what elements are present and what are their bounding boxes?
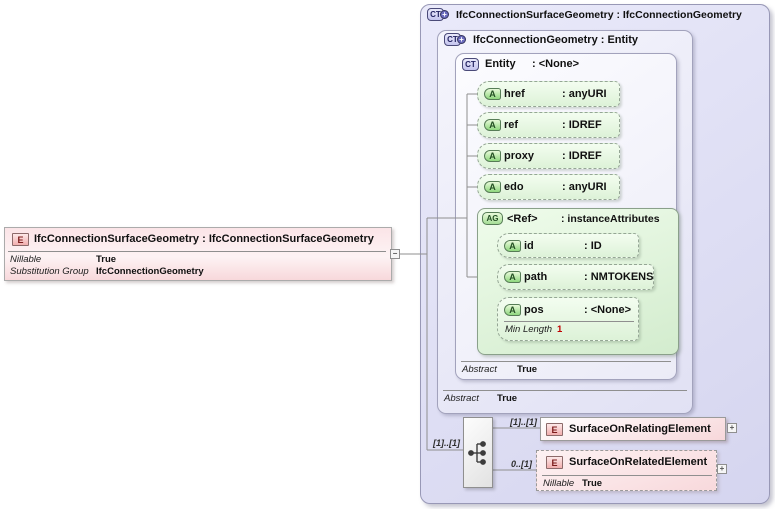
constraint-value: 1: [557, 324, 563, 335]
attribute-type: : anyURI: [562, 181, 607, 193]
divider: [8, 251, 386, 252]
element-icon: E: [12, 233, 29, 246]
element-box-ifcconnectionsurfacegeometry[interactable]: [4, 227, 392, 281]
attribute-type: : <None>: [584, 304, 632, 316]
abstract-label: Abstract: [462, 364, 497, 375]
attribute-name: pos: [524, 304, 544, 316]
attribute-icon: A: [484, 181, 501, 193]
complextype-icon: CT: [462, 58, 479, 71]
attribute-type: : IDREF: [562, 119, 602, 131]
attribute-type: : ID: [584, 240, 602, 252]
complextype-title: IfcConnectionGeometry : Entity: [473, 34, 639, 46]
element-box-surfaceonrelatedelement[interactable]: E SurfaceOnRelatedElement Nillable True: [536, 450, 717, 491]
sequence-icon: [468, 441, 486, 465]
element-title: IfcConnectionSurfaceGeometry : IfcConnec…: [34, 233, 374, 245]
element-box-surfaceonrelatingelement[interactable]: E SurfaceOnRelatingElement: [540, 417, 726, 441]
attribute-type: : IDREF: [562, 150, 602, 162]
abstract-label: Abstract: [444, 393, 479, 404]
attribute-name: path: [524, 271, 548, 283]
nillable-label: Nillable: [10, 254, 42, 265]
divider: [504, 321, 634, 322]
attribute-group-type: : instanceAttributes: [561, 213, 660, 225]
attribute-group-name: <Ref>: [507, 213, 538, 225]
derived-plus-icon: +: [440, 10, 449, 19]
attribute-icon: A: [484, 88, 501, 100]
divider: [542, 475, 712, 476]
attribute-icon: A: [484, 150, 501, 162]
substitution-group-label: Substitution Group: [10, 266, 89, 277]
attribute-type: : anyURI: [562, 88, 607, 100]
sequence-cardinality: [1]..[1]: [433, 438, 460, 448]
attribute-group-icon: AG: [482, 212, 503, 225]
constraint-label: Min Length: [505, 324, 553, 335]
child-cardinality: 0..[1]: [511, 459, 533, 469]
attribute-icon: A: [504, 271, 521, 283]
attribute-box-pos[interactable]: A pos : <None> Min Length 1: [497, 297, 639, 341]
substitution-group-value: IfcConnectionGeometry: [96, 266, 204, 277]
divider: [443, 390, 687, 391]
attribute-name: id: [524, 240, 534, 252]
attribute-box-edo[interactable]: A edo : anyURI: [477, 174, 620, 200]
nillable-value: True: [96, 254, 117, 265]
attribute-box-href[interactable]: A href : anyURI: [477, 81, 620, 107]
element-title: SurfaceOnRelatingElement: [569, 423, 711, 435]
nillable-value: True: [582, 478, 603, 489]
attribute-box-proxy[interactable]: A proxy : IDREF: [477, 143, 620, 169]
abstract-value: True: [497, 393, 518, 404]
complextype-title: IfcConnectionSurfaceGeometry : IfcConnec…: [456, 9, 742, 21]
attribute-box-id[interactable]: A id : ID: [497, 233, 639, 258]
element-icon: E: [546, 456, 563, 469]
entity-name: Entity: [485, 58, 516, 70]
attribute-name: edo: [504, 181, 524, 193]
entity-base-type: : <None>: [532, 58, 580, 70]
attribute-type: : NMTOKENS: [584, 271, 654, 283]
attribute-name: ref: [504, 119, 519, 131]
complextype-derived-icon: CT +: [444, 33, 468, 46]
attribute-box-ref[interactable]: A ref : IDREF: [477, 112, 620, 138]
element-icon: E: [546, 423, 563, 436]
element-title: SurfaceOnRelatedElement: [569, 456, 708, 468]
divider: [461, 361, 671, 362]
attribute-icon: A: [504, 304, 521, 316]
attribute-box-path[interactable]: A path : NMTOKENS: [497, 264, 654, 290]
child-cardinality: [1]..[1]: [510, 417, 537, 427]
expand-icon[interactable]: +: [717, 464, 727, 474]
derived-plus-icon: +: [457, 35, 466, 44]
main-connector: [400, 217, 467, 451]
complextype-derived-icon: CT +: [427, 8, 451, 21]
expand-icon[interactable]: +: [727, 423, 737, 433]
collapse-icon[interactable]: −: [390, 249, 400, 259]
nillable-label: Nillable: [543, 478, 575, 489]
attribute-icon: A: [484, 119, 501, 131]
attribute-name: href: [504, 88, 525, 100]
sequence-branches: [493, 427, 540, 471]
attribute-name: proxy: [504, 150, 534, 162]
abstract-value: True: [517, 364, 538, 375]
attribute-icon: A: [504, 240, 521, 252]
